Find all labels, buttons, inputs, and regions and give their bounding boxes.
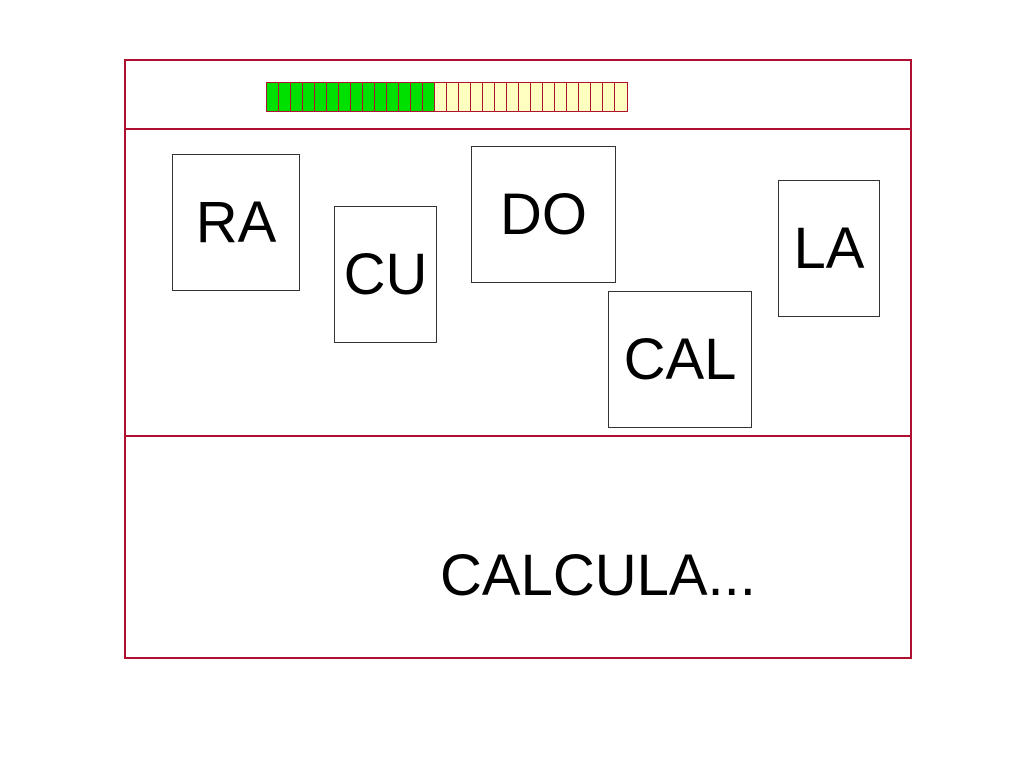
progress-segment-empty bbox=[507, 83, 519, 111]
syllable-card-label: CU bbox=[343, 241, 428, 307]
progress-segment-filled bbox=[363, 83, 375, 111]
progress-segment-empty bbox=[435, 83, 447, 111]
syllable-card-label: CAL bbox=[623, 326, 737, 392]
progress-segment-empty bbox=[483, 83, 495, 111]
progress-segment-empty bbox=[543, 83, 555, 111]
progress-segment-empty bbox=[615, 83, 627, 111]
syllable-card-la[interactable]: LA bbox=[778, 180, 880, 317]
syllable-card-label: DO bbox=[500, 181, 587, 247]
progress-segment-empty bbox=[471, 83, 483, 111]
progress-segment-filled bbox=[375, 83, 387, 111]
game-frame: RA CU DO CAL LA CALCULA... bbox=[124, 59, 912, 659]
progress-segment-filled bbox=[303, 83, 315, 111]
progress-segment-filled bbox=[291, 83, 303, 111]
progress-segment-filled bbox=[315, 83, 327, 111]
progress-segment-empty bbox=[519, 83, 531, 111]
syllable-card-label: LA bbox=[793, 215, 865, 281]
syllable-card-cal[interactable]: CAL bbox=[608, 291, 752, 428]
progress-segment-empty bbox=[447, 83, 459, 111]
progress-section bbox=[126, 61, 910, 130]
progress-segment-empty bbox=[567, 83, 579, 111]
answer-area[interactable]: CALCULA... bbox=[126, 437, 910, 657]
syllable-card-ra[interactable]: RA bbox=[172, 154, 300, 291]
progress-segment-empty bbox=[603, 83, 615, 111]
progress-segment-empty bbox=[591, 83, 603, 111]
progress-segment-filled bbox=[351, 83, 363, 111]
syllable-cards-area: RA CU DO CAL LA bbox=[126, 130, 910, 437]
progress-segment-empty bbox=[459, 83, 471, 111]
progress-segment-empty bbox=[531, 83, 543, 111]
progress-segment-empty bbox=[555, 83, 567, 111]
answer-word: CALCULA... bbox=[440, 543, 756, 608]
progress-segment-empty bbox=[579, 83, 591, 111]
progress-bar bbox=[266, 82, 628, 112]
progress-segment-filled bbox=[327, 83, 339, 111]
progress-segment-filled bbox=[411, 83, 423, 111]
progress-segment-filled bbox=[423, 83, 435, 111]
progress-segment-filled bbox=[339, 83, 351, 111]
syllable-card-cu[interactable]: CU bbox=[334, 206, 437, 343]
syllable-card-label: RA bbox=[195, 189, 277, 255]
progress-segment-filled bbox=[399, 83, 411, 111]
progress-segment-filled bbox=[279, 83, 291, 111]
progress-segment-filled bbox=[387, 83, 399, 111]
syllable-card-do[interactable]: DO bbox=[471, 146, 616, 283]
progress-segment-empty bbox=[495, 83, 507, 111]
progress-segment-filled bbox=[267, 83, 279, 111]
